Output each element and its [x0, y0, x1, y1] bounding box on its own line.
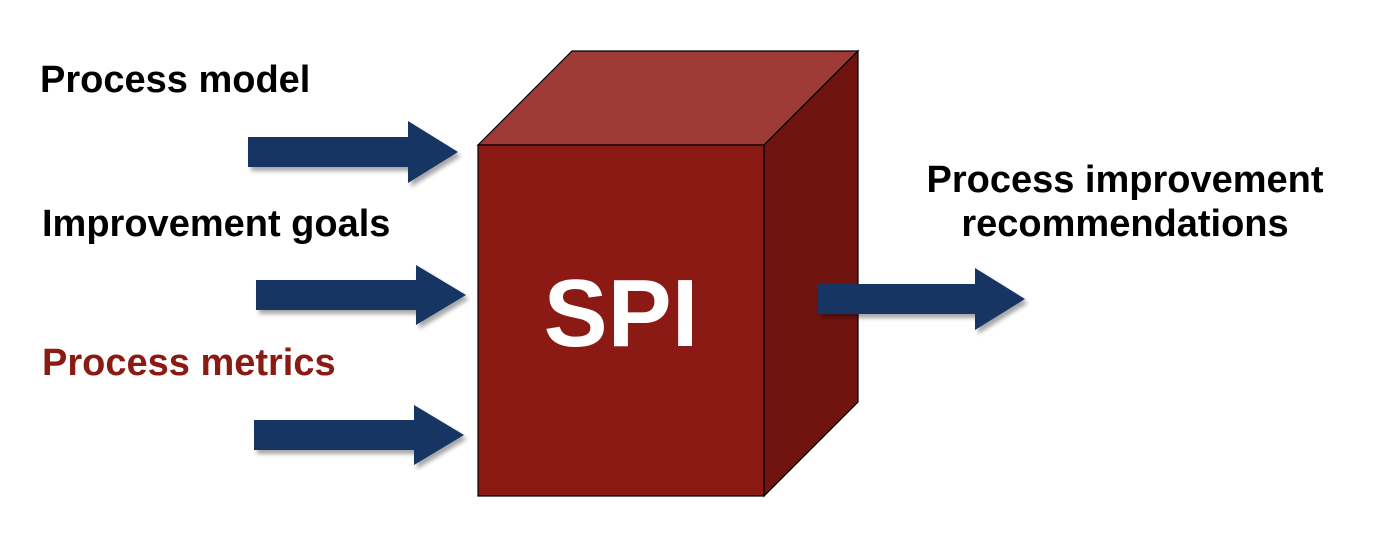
output-label-line1: Process improvement: [926, 159, 1324, 201]
output-label-line2: recommendations: [961, 203, 1289, 245]
process-metrics-label: Process metrics: [42, 342, 336, 384]
improvement-goals-label: Improvement goals: [42, 203, 391, 245]
input-arrow-improvement-goals: [256, 265, 466, 325]
spi-cube: SPI: [476, 49, 860, 498]
cube-front-face: [477, 144, 765, 497]
output-label: Process improvement recommendations: [880, 158, 1370, 246]
output-arrow: [818, 268, 1025, 330]
process-model-label: Process model: [40, 59, 311, 101]
input-arrow-process-metrics: [254, 405, 464, 465]
input-arrow-process-model: [248, 121, 458, 183]
spi-label: SPI: [544, 260, 699, 367]
